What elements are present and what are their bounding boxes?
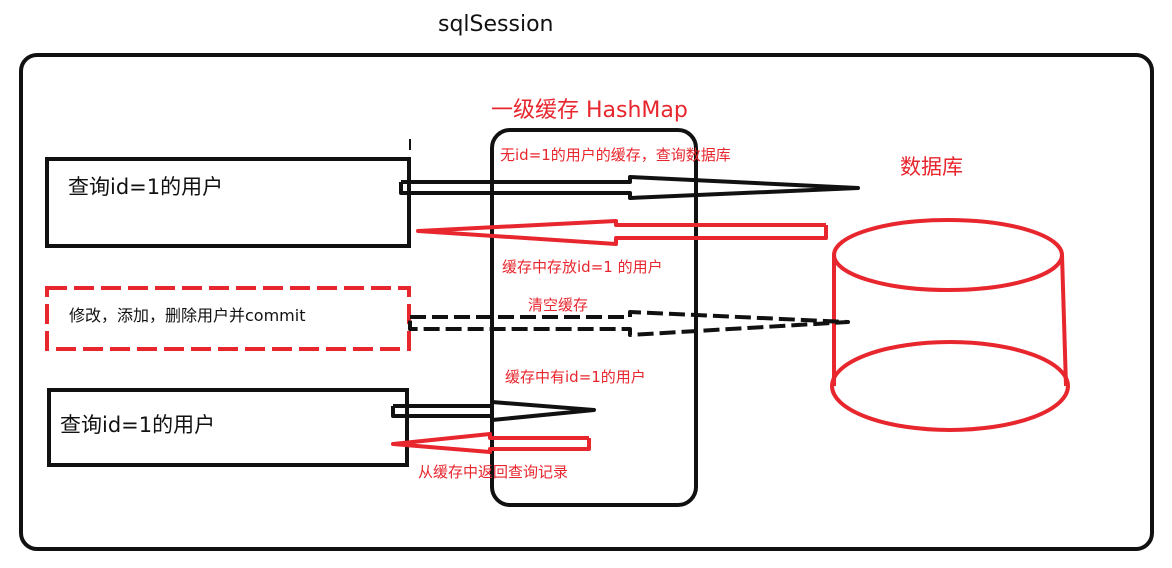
sqlsession-title: sqlSession [438, 12, 554, 37]
query1-box [45, 157, 411, 248]
database-cylinder [830, 218, 1070, 432]
query2-label: 查询id=1的用户 [60, 413, 216, 437]
arrow-query2-to-cache [391, 400, 596, 422]
annotation-no-cache: 无id=1的用户的缓存，查询数据库 [500, 146, 731, 164]
arrow-query-to-db [399, 175, 860, 200]
annotation-has-cache: 缓存中有id=1的用户 [505, 368, 646, 386]
arrow-modify-to-db [408, 310, 850, 337]
query2-box [47, 388, 409, 467]
sqlsession-frame [19, 53, 1154, 551]
arrow-cache-to-query2 [391, 432, 591, 454]
annotation-return-cache: 从缓存中返回查询记录 [418, 463, 569, 481]
modify-label: 修改，添加，删除用户并commit [69, 306, 306, 325]
annotation-clear-cache: 清空缓存 [528, 296, 589, 314]
cache-label: 一级缓存 HashMap [491, 98, 688, 123]
annotation-store-cache: 缓存中存放id=1 的用户 [502, 258, 663, 276]
database-label: 数据库 [900, 155, 963, 179]
query1-label: 查询id=1的用户 [68, 175, 224, 199]
modify-box [45, 286, 411, 351]
arrow-db-to-query [416, 219, 828, 246]
